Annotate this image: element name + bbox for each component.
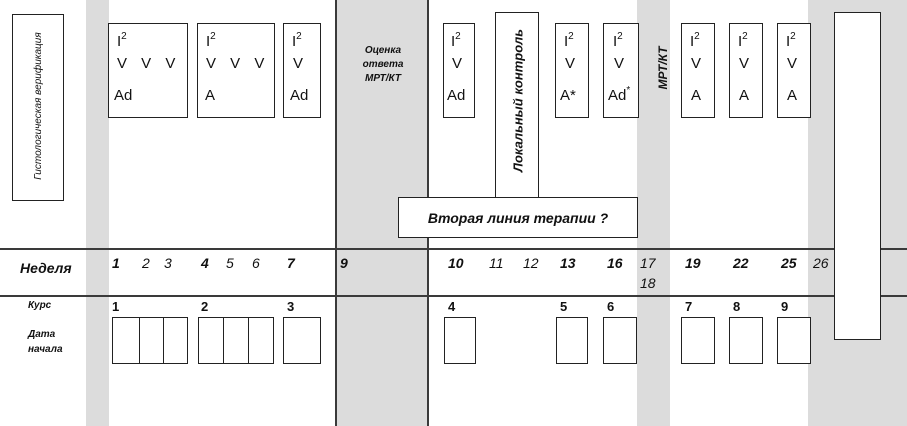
start-date-box: [603, 317, 637, 364]
week-number: 11: [489, 255, 504, 271]
week-number: 7: [287, 255, 295, 271]
cycle-drug-a: Ad*: [608, 85, 631, 104]
cycle-drug-v: V V V: [206, 55, 265, 72]
second-line-label: Вторая линия терапии ?: [427, 210, 609, 226]
separator-line: [0, 248, 907, 250]
separator-line: [335, 0, 337, 426]
week-number: 10: [448, 255, 464, 271]
course-number: 5: [560, 299, 568, 314]
start-date-box: [283, 317, 321, 364]
end-box: [834, 12, 881, 340]
cycle-drug-a: A: [691, 87, 702, 104]
week-number: 19: [685, 255, 701, 271]
week-number: 12: [523, 255, 539, 271]
week-number: 6: [252, 255, 260, 271]
start-date-box: [444, 317, 476, 364]
start-date-box: [777, 317, 811, 364]
week-number: 3: [164, 255, 172, 271]
cycle-drug-v: V: [739, 55, 750, 72]
cycle-drug-i: I2: [117, 31, 127, 50]
week-number: 18: [640, 275, 656, 291]
cycle-drug-a: Ad: [447, 87, 466, 104]
cycle-drug-v: V: [293, 55, 304, 72]
course-number: 9: [781, 299, 789, 314]
cycle-box-5: I2 V A*: [555, 23, 589, 118]
cycle-drug-a: A: [205, 87, 216, 104]
cycle-box-4: I2 V Ad: [443, 23, 475, 118]
start-date-box: [729, 317, 763, 364]
cycle-box-3: I2 V Ad: [283, 23, 321, 118]
week-number: 13: [560, 255, 576, 271]
cycle-drug-a: A: [739, 87, 750, 104]
course-number: 7: [685, 299, 693, 314]
cycle-drug-i: I2: [292, 31, 302, 50]
course-number: 1: [112, 299, 120, 314]
week-number: 5: [226, 255, 234, 271]
week-band: [637, 0, 670, 426]
cycle-drug-v: V V V: [117, 55, 176, 72]
verification-box: [12, 14, 64, 201]
course-number: 6: [607, 299, 615, 314]
mri-ct-label: МРТ/КТ: [656, 46, 670, 90]
course-number: 4: [448, 299, 456, 314]
cycle-drug-i: I2: [738, 31, 748, 50]
week-number: 25: [781, 255, 797, 271]
separator-line: [0, 295, 907, 297]
second-line-box: [398, 197, 638, 238]
cycle-drug-i: I2: [613, 31, 623, 50]
cycle-drug-v: V: [787, 55, 798, 72]
cycle-drug-i: I2: [564, 31, 574, 50]
week-number: 2: [142, 255, 150, 271]
start-date-box: [198, 317, 224, 364]
week-number: 22: [733, 255, 749, 271]
cycle-box-2: I2 V V V A: [197, 23, 275, 118]
start-date-box: [248, 317, 274, 364]
course-number: 3: [287, 299, 295, 314]
week-number: 1: [112, 255, 120, 271]
assessment-label: Оценка ответа МРТ/КТ: [362, 45, 404, 84]
course-number: 2: [201, 299, 209, 314]
cycle-drug-v: V: [452, 55, 463, 72]
week-number: 17: [640, 255, 656, 271]
week-header: Неделя: [20, 260, 72, 276]
start-date-header: Дата начала: [28, 329, 63, 355]
cycle-drug-a: A*: [560, 87, 576, 104]
start-date-box: [681, 317, 715, 364]
start-date-box: [163, 317, 188, 364]
week-band: [86, 0, 109, 426]
cycle-drug-v: V: [614, 55, 625, 72]
week-number: 9: [340, 255, 348, 271]
course-header: Курс: [28, 300, 52, 311]
cycle-box-6: I2 V Ad*: [603, 23, 639, 118]
cycle-drug-v: V: [691, 55, 702, 72]
cycle-box-7: I2 V A: [681, 23, 715, 118]
cycle-drug-i: I2: [690, 31, 700, 50]
course-number: 8: [733, 299, 741, 314]
start-date-box: [223, 317, 249, 364]
cycle-drug-a: Ad: [114, 87, 133, 104]
week-number: 16: [607, 255, 623, 271]
cycle-box-1: I2 V V V Ad: [108, 23, 188, 118]
week-number: 4: [201, 255, 209, 271]
cycle-drug-v: V: [565, 55, 576, 72]
cycle-drug-a: A: [787, 87, 798, 104]
cycle-box-9: I2 V A: [777, 23, 811, 118]
cycle-drug-a: Ad: [290, 87, 309, 104]
start-date-box: [112, 317, 140, 364]
cycle-box-8: I2 V A: [729, 23, 763, 118]
week-number: 26: [813, 255, 829, 271]
local-control-label: Локальный контроль: [510, 29, 526, 172]
start-date-box: [139, 317, 164, 364]
start-date-box: [556, 317, 588, 364]
cycle-drug-i: I2: [206, 31, 216, 50]
verification-label: Гистологическая верификация: [33, 32, 44, 180]
cycle-drug-i: I2: [451, 31, 461, 50]
cycle-drug-i: I2: [786, 31, 796, 50]
